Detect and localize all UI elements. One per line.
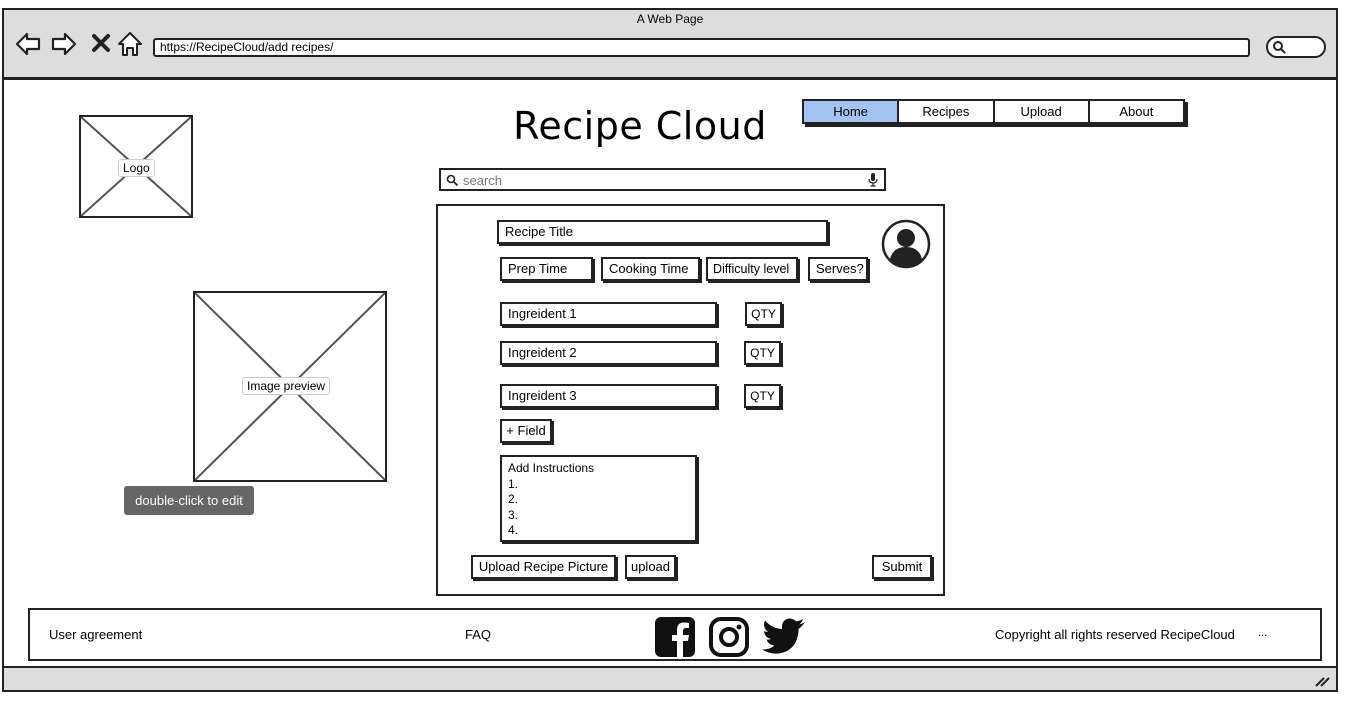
difficulty-level-field[interactable]: Difficulty level — [706, 257, 798, 281]
resize-grip-icon[interactable] — [1314, 673, 1330, 687]
back-icon[interactable] — [14, 30, 42, 58]
instruction-line: 1. — [508, 476, 519, 491]
window-title: A Web Page — [636, 12, 704, 26]
user-avatar-icon — [881, 219, 931, 269]
browser-search-field[interactable] — [1266, 36, 1326, 58]
tab-about[interactable]: About — [1119, 104, 1154, 119]
add-field-button[interactable]: + Field — [500, 419, 552, 443]
qty-3-input[interactable]: QTY — [744, 384, 781, 408]
instruction-line: 4. — [508, 523, 519, 537]
microphone-icon[interactable] — [868, 173, 878, 187]
tab-recipes[interactable]: Recipes — [899, 101, 995, 122]
facebook-icon[interactable] — [654, 616, 696, 658]
ingredient-2-input[interactable]: Ingreident 2 — [500, 341, 717, 365]
user-agreement-link[interactable]: User agreement — [49, 627, 143, 642]
address-bar[interactable]: https://RecipeCloud/add recipes/ — [153, 38, 1250, 57]
instructions-textarea[interactable]: Add Instructions 1. 2. 3. 4. — [500, 455, 697, 542]
instruction-line: 2. — [508, 492, 519, 506]
search-bar — [439, 168, 886, 191]
edit-tooltip: double-click to edit — [124, 486, 254, 515]
ingredient-1-input[interactable]: Ingreident 1 — [500, 302, 717, 326]
image-preview[interactable]: Image preview — [193, 291, 387, 482]
footer: User agreement FAQ Copyright all rights … — [28, 608, 1322, 661]
home-icon[interactable] — [116, 30, 144, 58]
forward-icon[interactable] — [50, 30, 78, 58]
twitter-icon[interactable] — [762, 618, 806, 656]
site-title: Recipe Cloud — [513, 104, 767, 148]
instagram-icon[interactable] — [708, 616, 750, 658]
search-icon — [1273, 41, 1286, 54]
tab-upload[interactable]: Upload — [995, 101, 1090, 122]
qty-1-input[interactable]: QTY — [745, 302, 782, 326]
close-icon[interactable] — [88, 30, 116, 58]
upload-recipe-picture-button[interactable]: Upload Recipe Picture — [471, 555, 616, 579]
serves-field[interactable]: Serves? — [808, 257, 868, 281]
copyright-text: Copyright all rights reserved RecipeClou… — [995, 627, 1235, 642]
image-preview-label: Image preview — [242, 377, 331, 395]
recipe-title-input[interactable]: Recipe Title — [497, 220, 828, 244]
logo-placeholder: Logo — [79, 115, 193, 218]
status-bar — [2, 666, 1338, 692]
search-icon — [446, 174, 459, 187]
search-input[interactable] — [461, 171, 865, 190]
ingredient-3-input[interactable]: Ingreident 3 — [500, 384, 717, 408]
submit-button[interactable]: Submit — [872, 555, 932, 579]
prep-time-field[interactable]: Prep Time — [500, 257, 593, 281]
cooking-time-field[interactable]: Cooking Time — [601, 257, 700, 281]
upload-button[interactable]: upload — [625, 555, 676, 579]
faq-link[interactable]: FAQ — [465, 627, 492, 642]
nav-tabs: Home Recipes Upload About — [802, 99, 1185, 124]
tab-home[interactable]: Home — [804, 101, 900, 122]
instruction-line: 3. — [508, 507, 519, 522]
footer-more[interactable]: ... — [1258, 627, 1268, 639]
instructions-heading: Add Instructions — [508, 461, 595, 475]
logo-label: Logo — [118, 159, 155, 177]
qty-2-input[interactable]: QTY — [744, 341, 781, 365]
